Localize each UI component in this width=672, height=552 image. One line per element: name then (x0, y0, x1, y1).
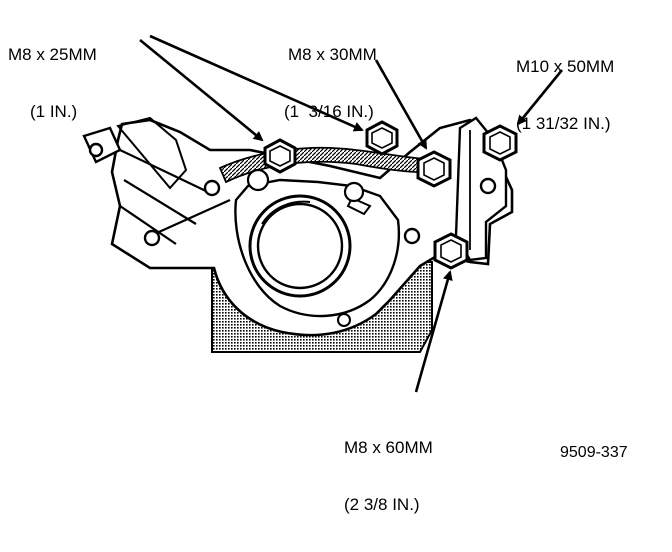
arrow-m8x60 (414, 270, 453, 393)
label-m8x60: M8 x 60MM (2 3/8 IN.) (344, 400, 433, 552)
label-m10x50-inches: (1 31/32 IN.) (516, 114, 611, 133)
bolt-head-m8x25-center (365, 120, 399, 156)
label-m8x25-inches: (1 IN.) (30, 102, 78, 121)
pump-body (82, 116, 514, 337)
label-m10x50: M10 x 50MM (1 31/32 IN.) (516, 19, 614, 171)
leader-arrows (139, 34, 564, 393)
arrow-m8x25-left (139, 38, 264, 142)
arrow-m8x25-center (149, 34, 364, 132)
label-m10x50-size: M10 x 50MM (516, 57, 615, 76)
bolt-head-m8x30 (416, 150, 452, 188)
bolt-head-m10x50 (482, 124, 518, 162)
label-m8x30: M8 x 30MM (1 3/16 IN.) (284, 7, 377, 159)
label-m8x25: M8 x 25MM (1 IN.) (8, 7, 97, 159)
label-m8x30-size: M8 x 30MM (288, 45, 377, 64)
label-m8x60-size: M8 x 60MM (344, 438, 433, 457)
label-m8x30-inches: (1 3/16 IN.) (284, 102, 374, 121)
oil-pump-bolt-diagram: M8 x 25MM (1 IN.) M8 x 30MM (1 3/16 IN.)… (8, 7, 628, 514)
arrow-m8x30 (374, 59, 428, 150)
bolt-head-m8x25-left (263, 138, 297, 174)
label-m8x60-inches: (2 3/8 IN.) (344, 495, 420, 514)
figure-number: 9509-337 (560, 444, 628, 461)
label-m8x25-size: M8 x 25MM (8, 45, 97, 64)
bolt-head-m8x60 (433, 232, 469, 270)
crankshaft-seal-bore (248, 194, 352, 298)
arrow-m10x50 (516, 69, 564, 126)
oil-pump-illustration (82, 34, 564, 393)
